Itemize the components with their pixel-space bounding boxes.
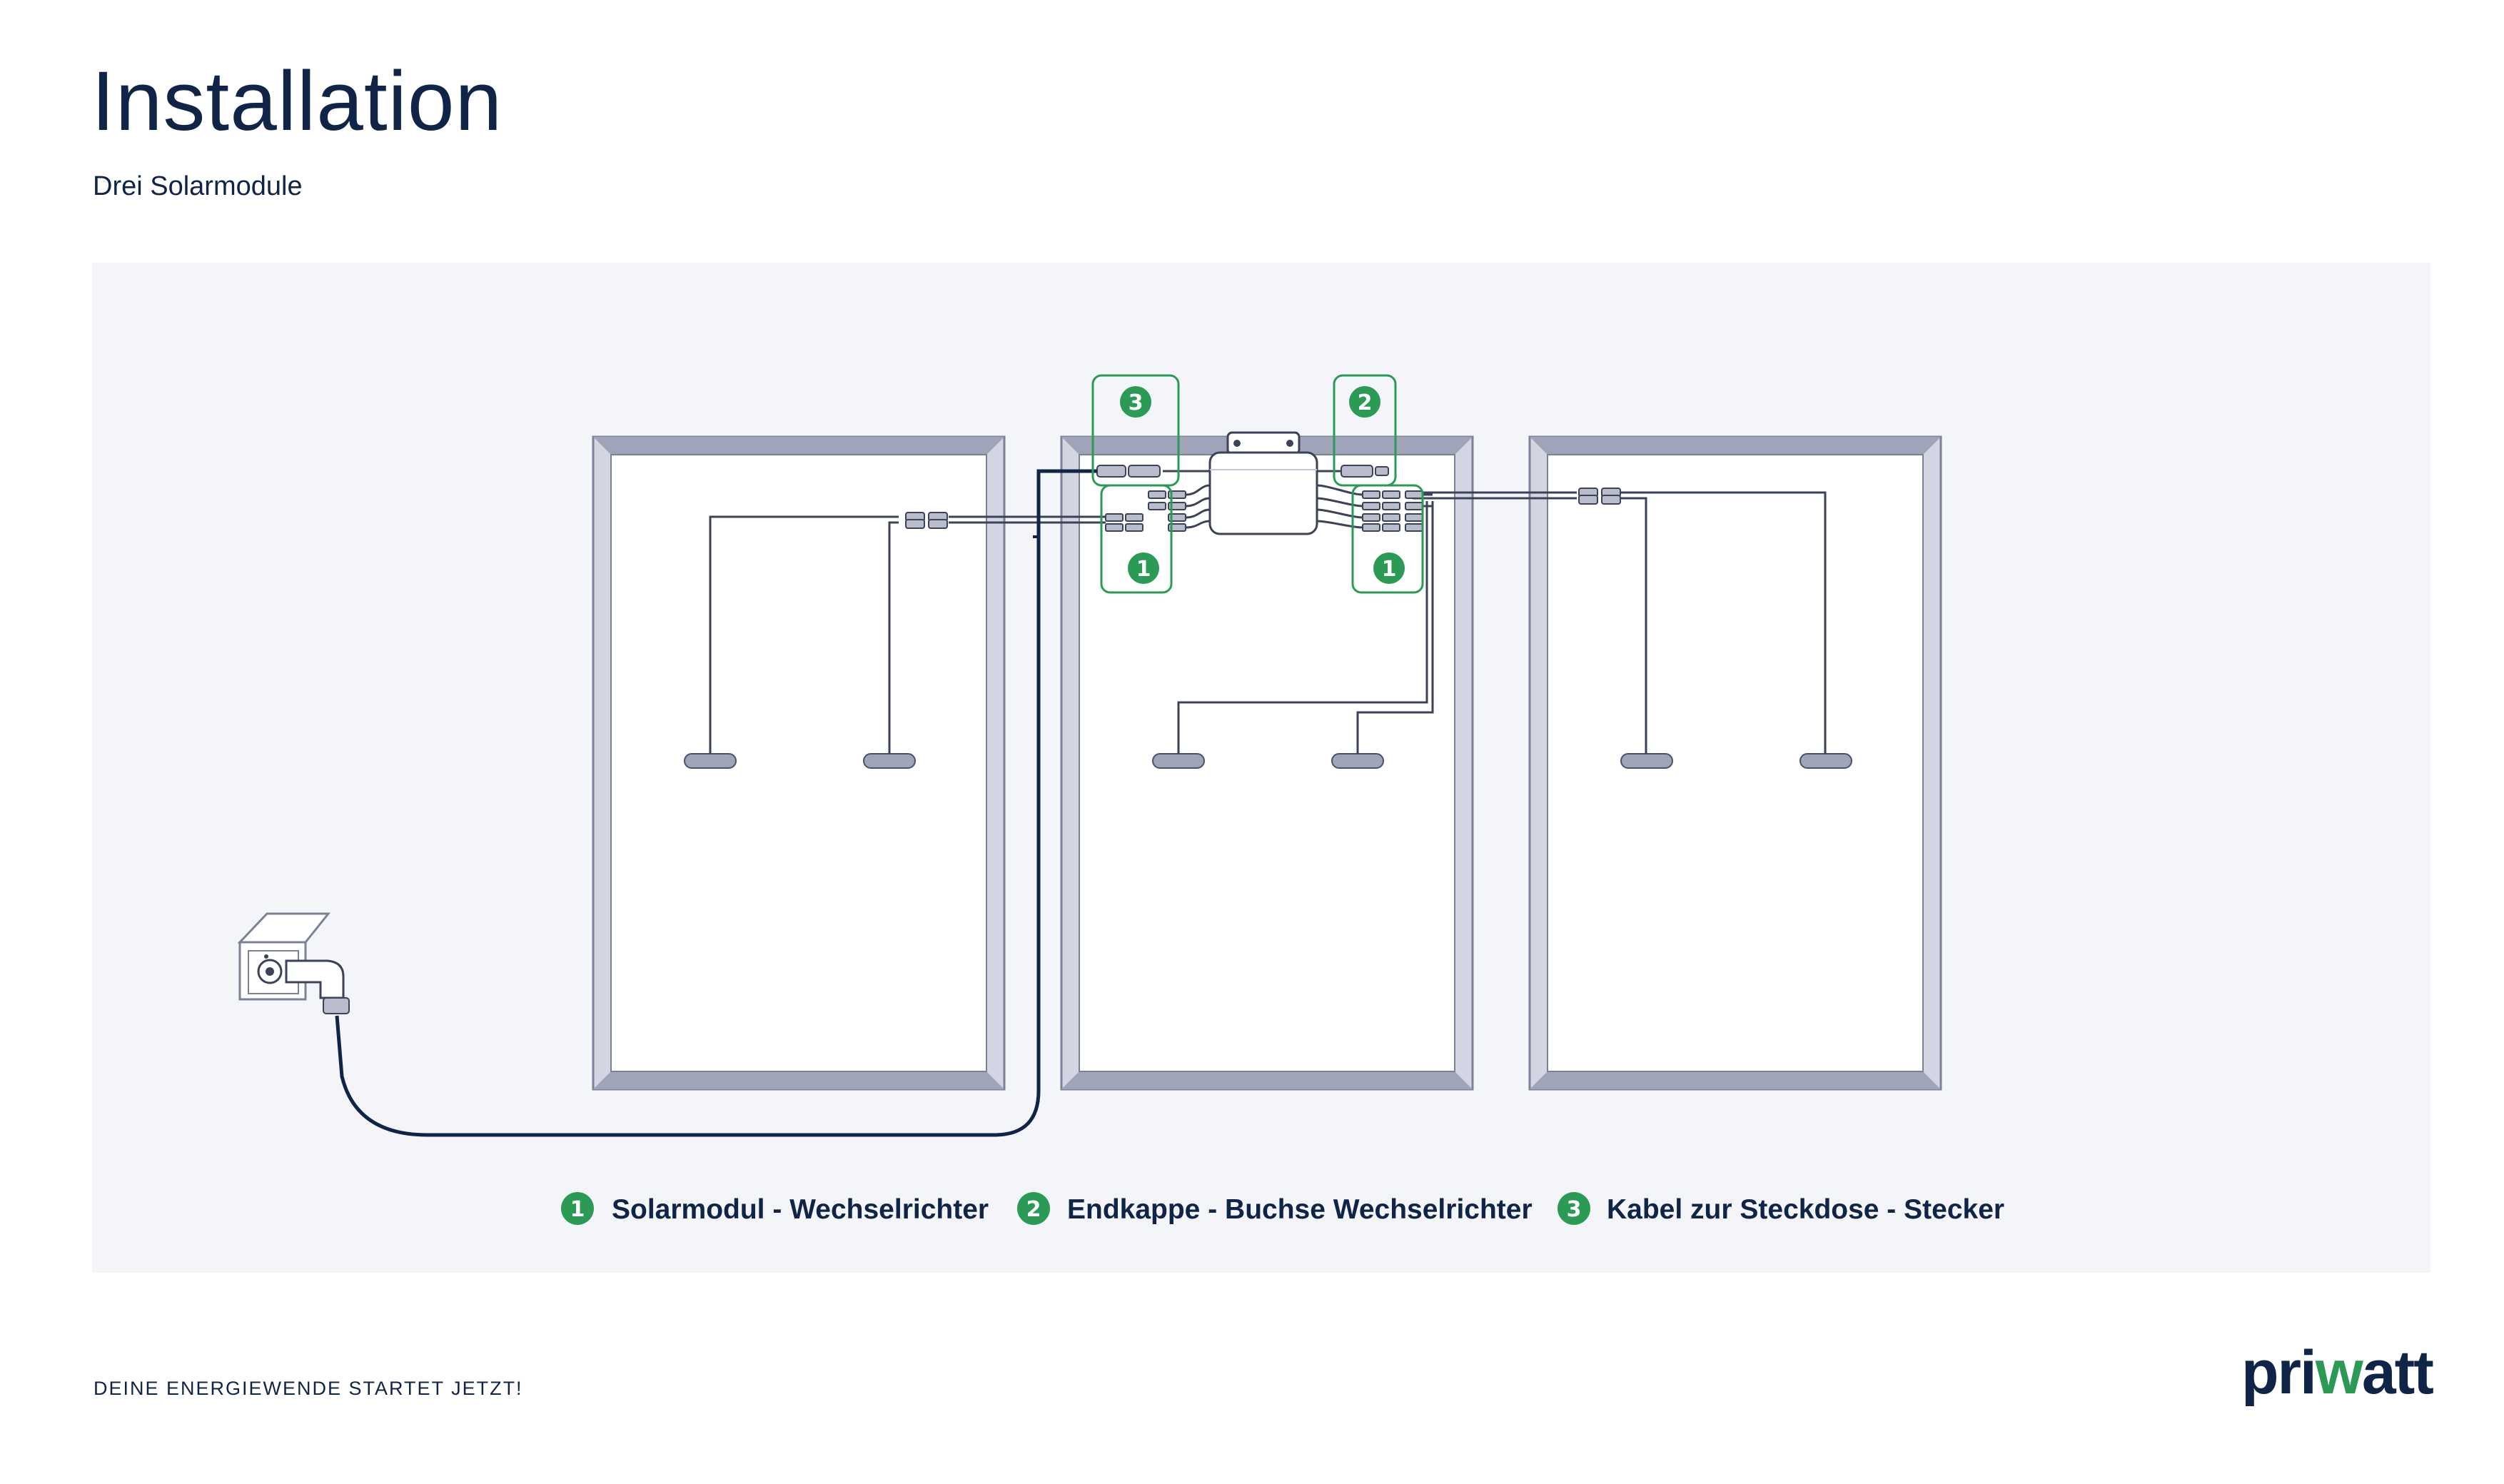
- ac-cable: [335, 469, 1097, 1137]
- module-cables: [709, 491, 1827, 754]
- badge-number: 1: [1382, 557, 1397, 582]
- badge-number: 1: [1136, 557, 1151, 582]
- legend-label: Kabel zur Steckdose - Stecker: [1607, 1194, 2004, 1225]
- badge-number: 2: [1358, 390, 1373, 415]
- schuko-plug: [285, 959, 350, 1014]
- legend-number: 2: [1026, 1197, 1041, 1222]
- badge-number: 3: [1129, 390, 1144, 415]
- logo-text-accent: w: [2315, 1338, 2363, 1407]
- installation-diagram: 3 2 1 1 1 Solarmodul - Wechselrichter: [237, 374, 2004, 1225]
- wall-socket: [237, 912, 331, 1001]
- inverter-leads: [1185, 484, 1433, 529]
- solar-module-center: [1060, 435, 1474, 1091]
- legend-label: Endkappe - Buchse Wechselrichter: [1067, 1194, 1533, 1225]
- legend-label: Solarmodul - Wechselrichter: [612, 1194, 989, 1225]
- junction-boxes: [684, 753, 1852, 769]
- connectors-left: [905, 512, 948, 529]
- solar-module-left: [592, 435, 1006, 1091]
- installation-diagram-panel: 3 2 1 1 1 Solarmodul - Wechselrichter: [92, 263, 2430, 1273]
- logo-text-part: att: [2361, 1338, 2434, 1407]
- legend-item-3: 3 Kabel zur Steckdose - Stecker: [1558, 1192, 2004, 1225]
- legend-number: 3: [1567, 1197, 1582, 1222]
- legend-item-1: 1 Solarmodul - Wechselrichter: [561, 1192, 989, 1225]
- legend: 1 Solarmodul - Wechselrichter 2 Endkappe…: [561, 1192, 2004, 1225]
- connectors-right: [1578, 488, 1621, 505]
- legend-number: 1: [570, 1197, 585, 1222]
- footer-tagline: DEINE ENERGIEWENDE STARTET JETZT!: [94, 1378, 523, 1399]
- top-connectors: [1096, 465, 1389, 478]
- microinverter: [1208, 431, 1318, 535]
- legend-item-2: 2 Endkappe - Buchse Wechselrichter: [1017, 1192, 1533, 1225]
- highlight-module-left-box: 1: [1100, 484, 1173, 594]
- highlight-module-right-box: 1: [1351, 484, 1424, 594]
- page-title: Installation: [91, 54, 503, 148]
- inverter-connectors: [1105, 490, 1423, 532]
- solar-module-right: [1528, 435, 1942, 1091]
- page-subtitle: Drei Solarmodule: [93, 171, 303, 201]
- priwatt-logo: priwatt: [2241, 1342, 2434, 1403]
- highlight-endcap-box: 2: [1333, 374, 1397, 487]
- logo-text-part: pri: [2241, 1338, 2317, 1407]
